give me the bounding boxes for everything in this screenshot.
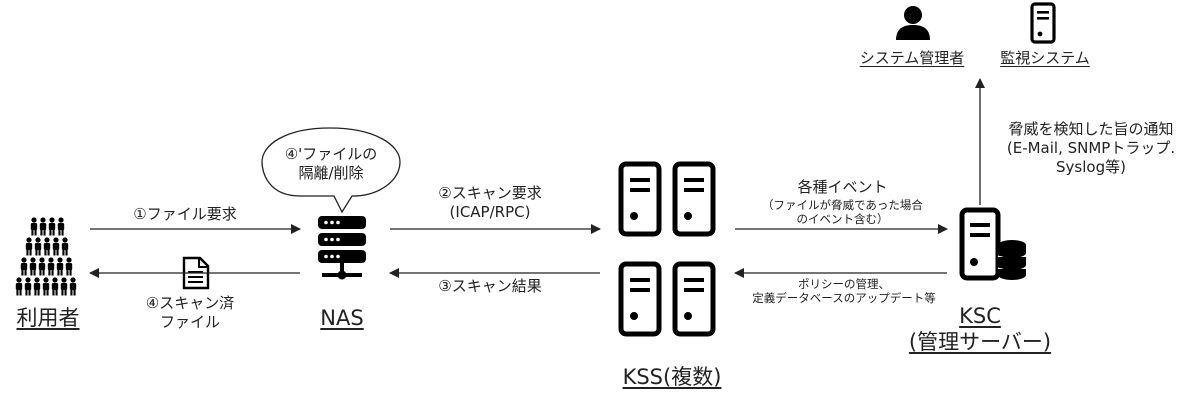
bubble-line1: ④'ファイルの bbox=[284, 145, 378, 163]
notify-line3: Syslog等) bbox=[1056, 157, 1126, 176]
scanned-file-line2: ファイル bbox=[159, 312, 220, 331]
scan-request-line2: (ICAP/RPC) bbox=[449, 202, 531, 221]
monitor-label: 監視システム bbox=[1000, 49, 1090, 67]
users-icon bbox=[15, 217, 77, 296]
scanned-file-line1: ④スキャン済 bbox=[145, 294, 235, 312]
file-request-label: ①ファイル要求 bbox=[133, 205, 237, 223]
ksc-label-line1: KSC bbox=[959, 304, 1001, 328]
users-label: 利用者 bbox=[16, 306, 80, 330]
notify-line2: (E-Mail, SNMPトラップ. bbox=[1006, 138, 1176, 157]
bubble-line2: 隔離/削除 bbox=[298, 163, 364, 182]
notify-line1: 脅威を検知した旨の通知 bbox=[1008, 120, 1174, 138]
bubble-text: ④'ファイルの 隔離/削除 bbox=[270, 145, 392, 183]
events-line1: （ファイルが脅威であった場合 bbox=[762, 197, 923, 212]
arrows bbox=[89, 78, 985, 278]
events-label: 各種イベント （ファイルが脅威であった場合 のイベント含む） bbox=[735, 178, 950, 227]
kss-server-icons bbox=[621, 164, 713, 334]
events-title: 各種イベント bbox=[797, 178, 888, 196]
monitor-server-icon bbox=[1030, 2, 1056, 44]
events-line2: のイベント含む） bbox=[796, 212, 889, 227]
ksc-label: KSC (管理サーバー) bbox=[880, 303, 1080, 356]
sysadmin-person-icon bbox=[896, 6, 930, 40]
quarantine-bubble bbox=[261, 127, 401, 214]
sysadmin-label: システム管理者 bbox=[859, 49, 965, 67]
notify-label: 脅威を検知した旨の通知 (E-Mail, SNMPトラップ. Syslog等) bbox=[982, 120, 1200, 176]
policy-line2: 定義データベースのアップデート等 bbox=[752, 291, 936, 306]
kss-label: KSS(複数) bbox=[622, 365, 722, 389]
policy-label: ポリシーの管理、 定義データベースのアップデート等 bbox=[730, 277, 958, 306]
scan-request-label: ②スキャン要求 (ICAP/RPC) bbox=[410, 184, 570, 222]
ksc-label-line2: (管理サーバー) bbox=[908, 330, 1052, 355]
scan-request-line1: ②スキャン要求 bbox=[438, 184, 542, 202]
nas-label: NAS bbox=[320, 306, 364, 330]
ksc-server-icon bbox=[959, 207, 1027, 281]
nas-server-icon bbox=[318, 216, 366, 280]
scan-result-label: ③スキャン結果 bbox=[438, 277, 542, 295]
scanned-file-label: ④スキャン済 ファイル bbox=[130, 294, 250, 332]
policy-line1: ポリシーの管理、 bbox=[798, 277, 890, 291]
